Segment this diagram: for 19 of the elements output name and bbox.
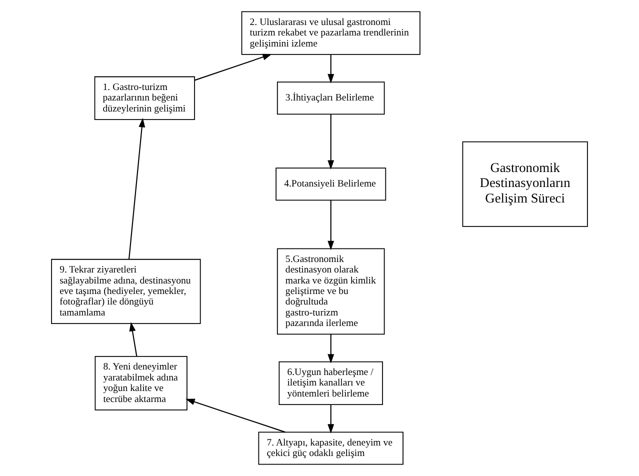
node-box: 6.Uygun haberleşme / iletişim kanalları ve yöntemleri belirleme	[278, 361, 383, 406]
node-box: 8. Yeni deneyimler yaratabilmek adına yoğun kalite ve tecrübe aktarma	[94, 356, 188, 410]
arrow	[128, 118, 146, 260]
arrow	[328, 334, 334, 364]
node-box: 5.Gastronomik destinasyon olarak marka ve özgün kimlik geliştirme ve bu doğrultuda gastro-turizm pazarında ilerleme	[276, 248, 385, 335]
node-box: 2. Uluslararası ve ulusal gastronomi turizm rekabet ve pazarlama trendlerinin gelişimini izleme	[241, 11, 420, 55]
arrow	[186, 398, 286, 433]
arrow	[328, 54, 334, 84]
node-box: 1. Gastro-turizm pazarlarının beğeni düzeylerinin gelişimi	[94, 76, 195, 120]
node-box: 3.İhtiyaçları Belirleme	[276, 82, 385, 115]
node-box: 9. Tekrar ziyaretleri sağlayabilme adına, destinasyonu eve taşıma (hediyeler, yemekler, fotoğraflar) ile döngüyü tamamlama	[51, 258, 201, 324]
node-box: Gastronomik Destinasyonların Gelişim Süreci	[462, 141, 588, 227]
node-box: 4.Potansiyeli Belirleme	[276, 168, 386, 201]
arrow	[328, 200, 334, 250]
node-box: 7. Altyapı, kapasite, deneyim ve çekici güç odaklı gelişim	[258, 432, 404, 465]
arrow	[129, 322, 138, 356]
arrow	[194, 54, 272, 81]
arrow	[328, 114, 334, 170]
arrow	[328, 404, 334, 434]
